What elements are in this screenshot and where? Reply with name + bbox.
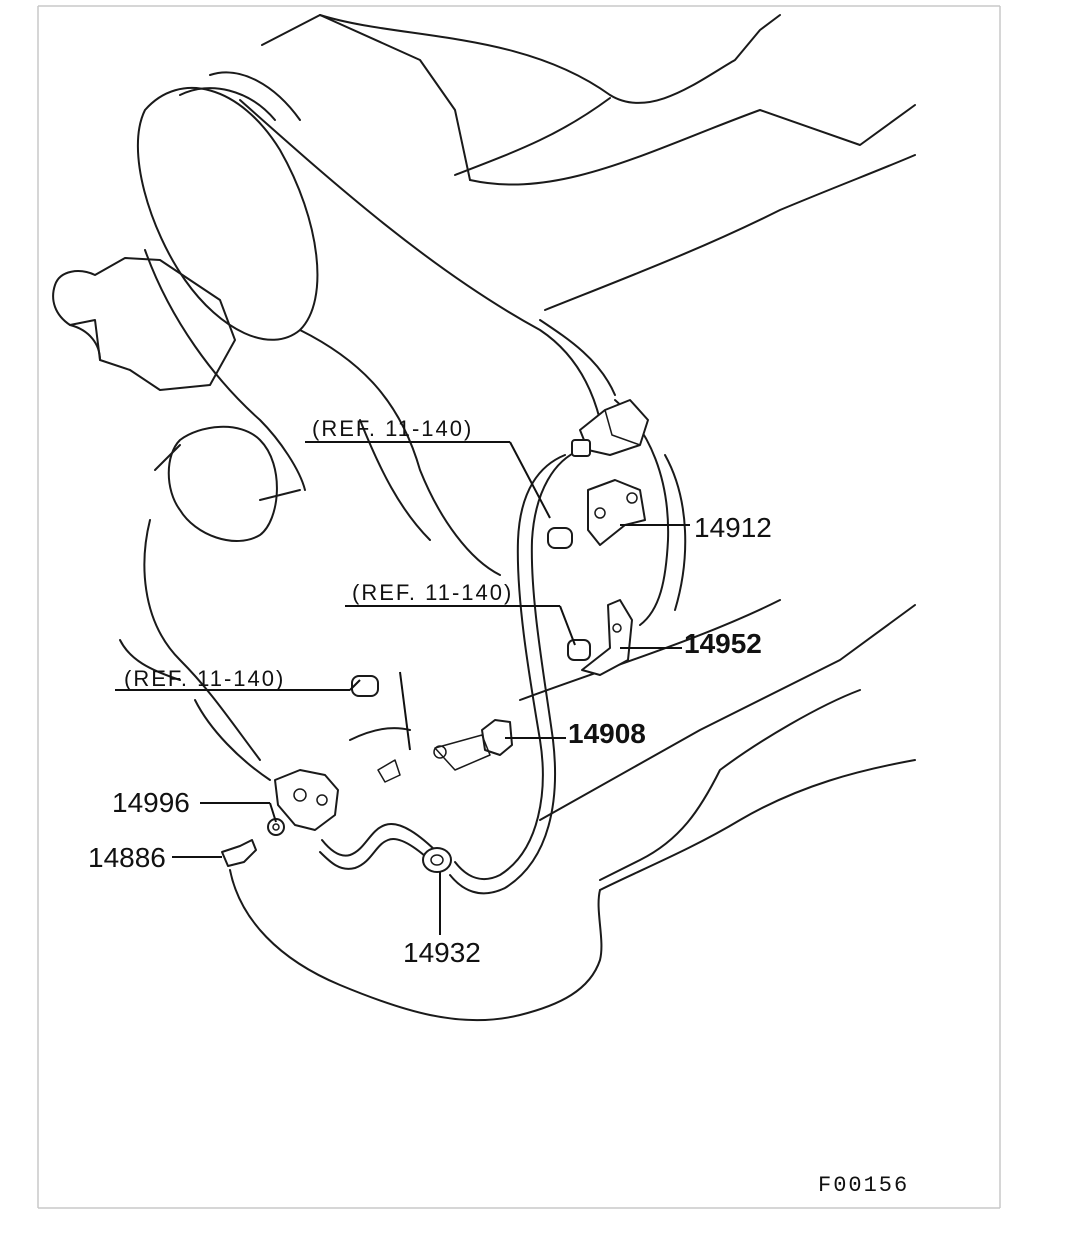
part-bracket-14912 bbox=[587, 479, 646, 546]
part-number-14912: 14912 bbox=[694, 512, 772, 543]
part-grommet-14932 bbox=[422, 847, 452, 873]
reference-label-2: (REF. 11-140) bbox=[352, 580, 513, 605]
part-number-14952: 14952 bbox=[684, 628, 762, 659]
part-sensor-assembly bbox=[274, 675, 379, 831]
part-number-14886: 14886 bbox=[88, 842, 166, 873]
part-number-14908: 14908 bbox=[568, 718, 646, 749]
part-number-leaders bbox=[172, 524, 690, 935]
reference-leaders bbox=[115, 441, 576, 751]
part-number-14932: 14932 bbox=[403, 937, 481, 968]
part-number-14996: 14996 bbox=[112, 787, 190, 818]
page-frame bbox=[37, 5, 1001, 1209]
reference-label-1: (REF. 11-140) bbox=[312, 416, 473, 441]
part-clip-14908 bbox=[377, 719, 513, 783]
wiring-harness bbox=[319, 449, 581, 895]
figure-code: F00156 bbox=[818, 1173, 909, 1198]
reference-label-3: (REF. 11-140) bbox=[124, 666, 285, 691]
engine-outline bbox=[52, 14, 916, 1022]
part-sensor-14952 bbox=[567, 599, 633, 676]
part-sensor-connector bbox=[571, 399, 649, 457]
part-bolt-14886 bbox=[221, 839, 257, 867]
part-sensor-upper bbox=[547, 527, 573, 549]
